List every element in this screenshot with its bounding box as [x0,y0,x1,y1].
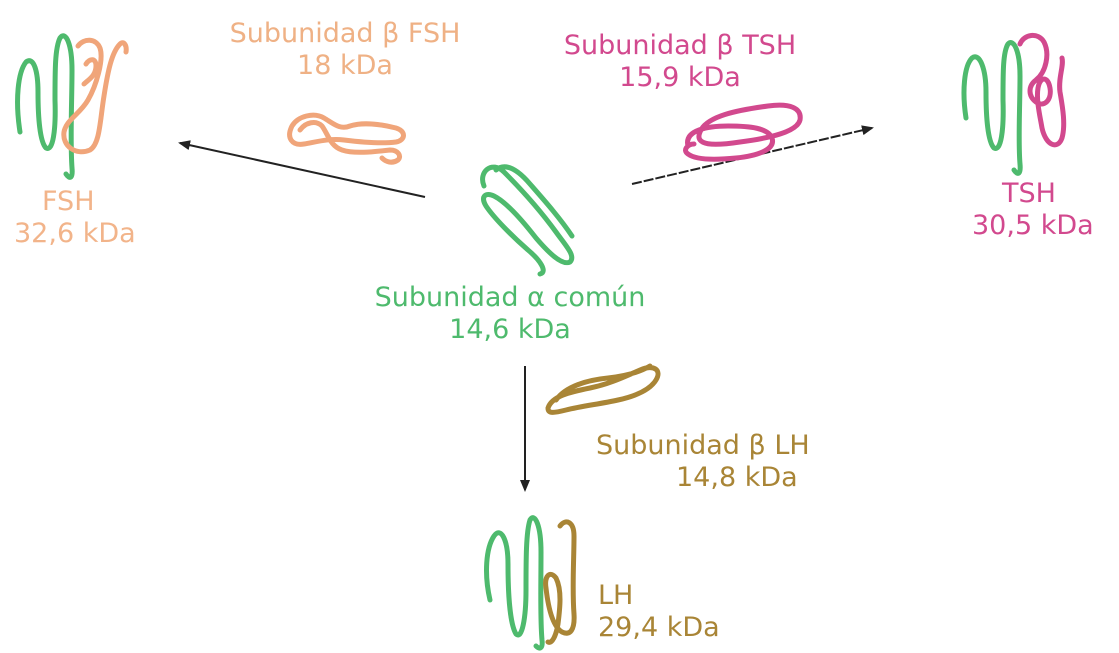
fsh-beta-subunit-structure [290,115,404,162]
fsh-label: FSH 32,6 kDa [14,186,194,250]
alpha-subunit-mass: 14,6 kDa [340,314,680,346]
tsh-beta-subunit-structure [686,105,801,159]
tsh-name: TSH [972,178,1112,210]
fsh-mass: 32,6 kDa [14,218,194,250]
lh-beta-name: Subunidad β LH [596,430,856,462]
lh-beta-mass: 14,8 kDa [596,462,856,494]
alpha-subunit-label: Subunidad α común 14,6 kDa [340,282,680,346]
tsh-beta-name: Subunidad β TSH [550,30,810,62]
lh-beta-subunit-structure [548,366,658,412]
alpha-subunit-structure [483,167,572,274]
lh-dimer-structure [487,518,575,648]
fsh-name: FSH [14,186,194,218]
lh-beta-label: Subunidad β LH 14,8 kDa [596,430,856,494]
lh-mass: 29,4 kDa [598,612,758,644]
tsh-label: TSH 30,5 kDa [972,178,1112,242]
tsh-beta-label: Subunidad β TSH 15,9 kDa [550,30,810,94]
alpha-subunit-name: Subunidad α común [340,282,680,314]
fsh-beta-name: Subunidad β FSH [205,18,485,50]
fsh-beta-label: Subunidad β FSH 18 kDa [205,18,485,82]
tsh-mass: 30,5 kDa [972,210,1112,242]
fsh-dimer-structure [18,36,127,178]
lh-name: LH [598,580,758,612]
fsh-beta-mass: 18 kDa [205,50,485,82]
lh-label: LH 29,4 kDa [598,580,758,644]
tsh-dimer-structure [964,35,1064,173]
tsh-beta-mass: 15,9 kDa [550,62,810,94]
